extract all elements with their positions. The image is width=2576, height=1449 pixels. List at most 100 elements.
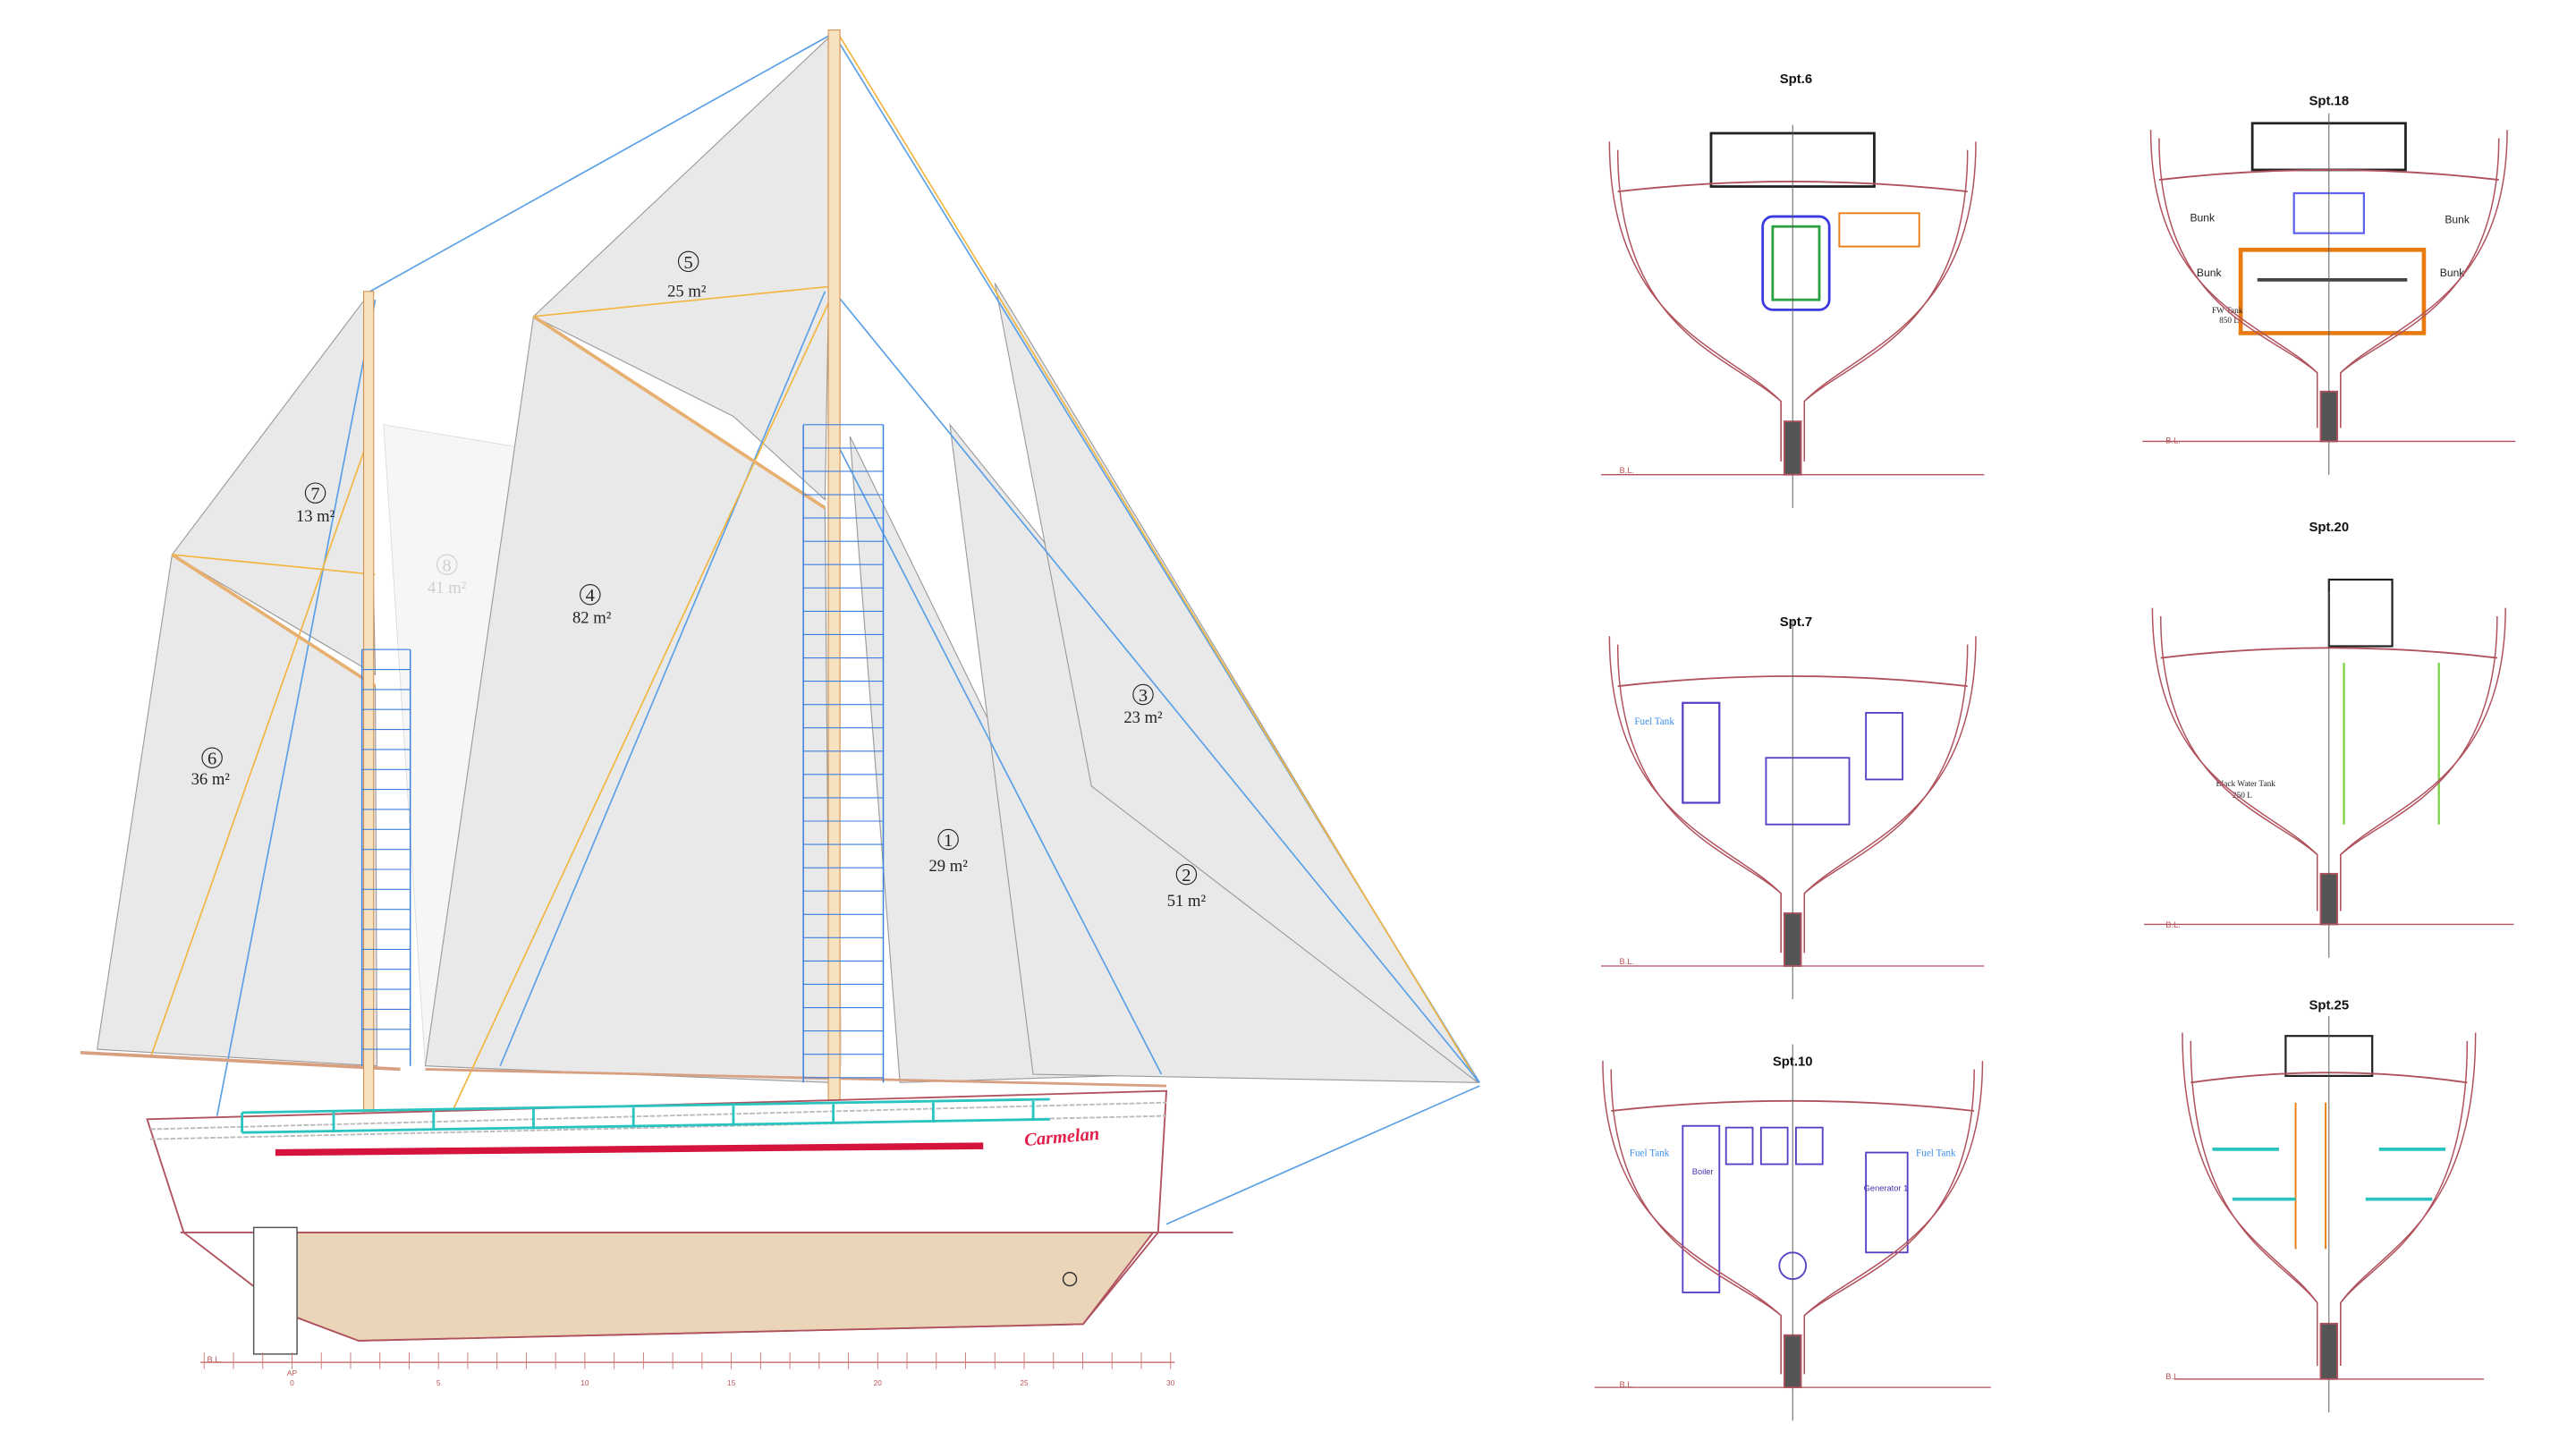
svg-text:82 m²: 82 m² [572,608,612,627]
length-scale: B.L. AP 0 5 10 15 20 25 30 [200,1352,1175,1387]
svg-text:1: 1 [944,831,953,851]
svg-text:Fuel Tank: Fuel Tank [1630,1148,1670,1158]
underwater-hull [291,1232,1156,1342]
rigging [80,32,1480,1225]
sail-label-8: 8 41 m² [428,554,467,597]
ladder [2294,1102,2326,1250]
sail-label-5: 5 25 m² [667,250,707,301]
hull-frame [1616,149,1969,462]
scale-label: 25 [1020,1378,1029,1387]
hull-frame [2190,1040,2469,1366]
scale-label: 15 [727,1378,736,1387]
svg-text:Spt.6: Spt.6 [1780,72,1812,87]
section-spt6: Spt.6 B.L. [1620,72,1920,475]
scale-label: 30 [1166,1378,1175,1387]
hull-section-outline [1601,619,1985,1000]
section-spt25: Spt.25 B.L. [2165,998,2446,1381]
boiler [1682,701,1721,804]
sail-label-3: 323 m² [1123,683,1163,727]
sail-label-4: 4 82 m² [572,584,612,627]
foremast [362,291,375,1158]
svg-text:29 m²: 29 m² [928,857,968,876]
svg-text:Spt.20: Spt.20 [2309,521,2349,535]
propeller-icon [1062,1271,1078,1287]
hull-frame [2149,130,2508,428]
svg-text:AP: AP [287,1368,298,1377]
svg-text:Spt.7: Spt.7 [1780,615,1812,630]
svg-text:B.L.: B.L. [1620,1380,1635,1389]
cross-sections: Spt.6 B.L. Spt.18 Bunk Bunk Bunk Bunk FW… [1594,72,2516,1421]
svg-text:36 m²: 36 m² [191,770,231,789]
svg-text:Bunk: Bunk [2190,212,2216,225]
sail-labels: 129 m² 251 m² 323 m² 482 m² 525 m² 636 m… [191,250,1207,911]
boiler [1682,1124,1721,1293]
section-spt7: Spt.7 Fuel Tank B.L. [1620,615,1904,966]
svg-text:41 m²: 41 m² [428,579,467,597]
svg-text:B.L.: B.L. [208,1355,223,1364]
svg-text:51 m²: 51 m² [1167,892,1207,911]
hull-section-outline [2174,1015,2484,1413]
svg-text:B.L.: B.L. [1620,957,1635,966]
hull-section-outline [2144,591,2514,958]
sail-label-7: 7 13 m² [296,482,335,526]
hatch [1761,215,1831,311]
mainmast [827,29,841,1164]
rudder [252,1226,298,1355]
hull-frame [2159,615,2498,911]
mainmast-ratlines [802,424,885,1083]
svg-text:B.L.: B.L. [1620,466,1635,475]
hull-frame [1608,141,1977,462]
svg-text:25 m²: 25 m² [667,282,707,301]
svg-text:13 m²: 13 m² [296,507,335,526]
svg-text:B.L.: B.L. [2165,920,2181,929]
svg-text:4: 4 [586,586,595,606]
ladder [1771,225,1821,301]
svg-text:3: 3 [1139,686,1148,706]
svg-text:Spt.25: Spt.25 [2309,998,2349,1013]
deck-rail [241,1097,1050,1134]
hull-frame [2158,138,2500,428]
svg-text:Black Water Tank: Black Water Tank [2216,780,2275,789]
svg-text:Bunk: Bunk [2445,214,2470,226]
svg-text:8: 8 [443,556,452,576]
hull-frame [1602,1061,1984,1375]
hull-section-outline [1594,1044,1991,1421]
svg-text:Boiler: Boiler [1692,1167,1714,1176]
exhaust [1865,712,1904,781]
svg-text:6: 6 [208,750,216,769]
svg-text:850 L: 850 L [2219,317,2239,326]
scale-label: 20 [874,1378,883,1387]
svg-text:B.L.: B.L. [2165,1372,2181,1381]
hull-frame [1608,636,1977,953]
generator [1865,1151,1909,1254]
svg-text:Fuel Tank: Fuel Tank [1634,716,1674,727]
svg-text:250 L: 250 L [2233,792,2252,801]
svg-text:Bunk: Bunk [2440,267,2466,279]
sheer-stripe [275,1142,984,1157]
engine [1765,757,1851,826]
svg-text:Generator 1: Generator 1 [1864,1183,1909,1192]
sail-label-1: 1 29 m² [928,828,968,876]
sail-5 [532,31,835,501]
svg-text:5: 5 [684,253,693,273]
hull-frame [1616,644,1969,953]
svg-text:7: 7 [310,485,319,504]
scale-label: 0 [290,1378,294,1387]
hull-frame [1610,1069,1975,1375]
section-spt20: Spt.20 Black Water Tank 250 L B.L. [2165,521,2440,929]
svg-text:Spt.18: Spt.18 [2309,94,2349,108]
settee [2238,247,2427,335]
svg-text:B.L.: B.L. [2165,436,2181,445]
foremast-ratlines [360,648,411,1066]
scale-label: 10 [580,1378,589,1387]
sail-label-6: 636 m² [191,747,231,789]
cabinet [1838,212,1920,248]
scale-label: 5 [436,1378,441,1387]
hull-frame [2151,607,2506,911]
hull-section-outline [2142,113,2516,475]
companionway [2327,578,2394,648]
sail-plan: 129 m² 251 m² 323 m² 482 m² 525 m² 636 m… [80,29,1480,1225]
svg-text:Fuel Tank: Fuel Tank [1916,1148,1956,1158]
